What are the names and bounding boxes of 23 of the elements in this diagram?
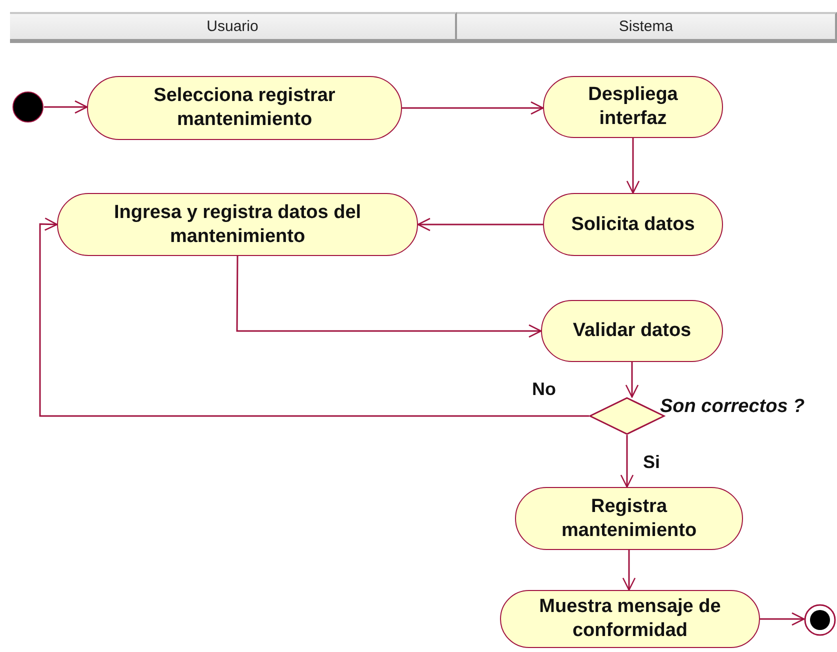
control-flow-arrow	[622, 550, 636, 591]
activity-box: Validar datos	[541, 300, 723, 362]
control-flow-arrow	[39, 218, 589, 417]
activity-box: Solicita datos	[543, 193, 723, 256]
swimlane	[457, 12, 837, 652]
control-flow-arrow	[44, 100, 88, 114]
control-flow-arrow	[236, 256, 542, 338]
control-flow-arrow	[417, 218, 543, 232]
activity-box: Muestra mensaje de conformidad	[500, 590, 760, 648]
control-flow-arrow	[625, 362, 639, 398]
control-flow-arrow	[402, 101, 544, 115]
final-node	[804, 604, 836, 636]
lane-title: Usuario	[10, 12, 457, 43]
activity-box: Selecciona registrar mantenimiento	[87, 76, 402, 140]
lane-title: Sistema	[457, 12, 837, 43]
control-flow-arrow	[760, 612, 805, 626]
activity-box: Despliega interfaz	[543, 76, 723, 138]
guard-text: Son correctos ?	[660, 396, 805, 418]
control-flow-arrow	[626, 138, 640, 194]
activity-box: Registra mantenimiento	[515, 487, 743, 550]
control-flow-arrow	[620, 435, 634, 488]
activity-box: Ingresa y registra datos del mantenimiento	[57, 193, 418, 256]
initial-node	[12, 91, 44, 123]
